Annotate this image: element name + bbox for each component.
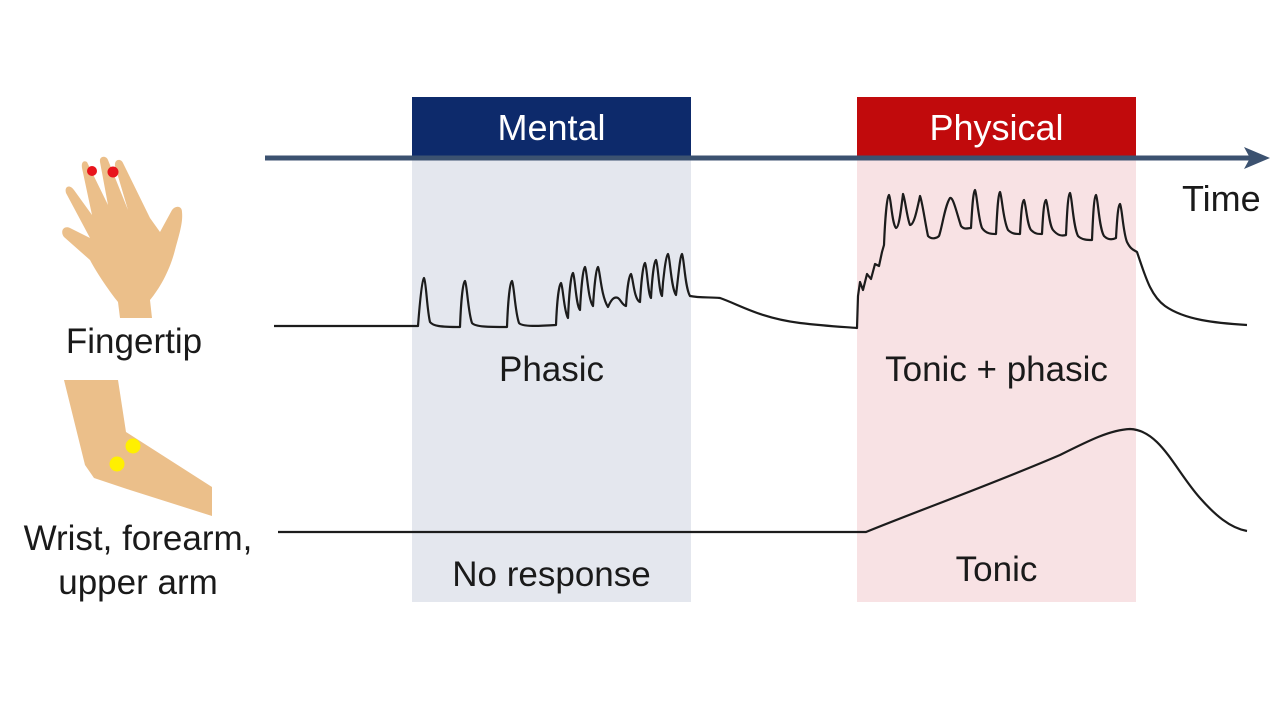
arm-icon [64,380,212,516]
arm-site-label-line1: Wrist, forearm, [23,519,253,558]
arm-trace [278,427,1248,534]
arm-mental-response: No response [452,555,651,594]
arm-marker-2 [109,456,125,472]
time-axis-label: Time [1182,178,1261,219]
fingertip-marker-1 [87,166,97,176]
arm-site-label-line2: upper arm [58,563,218,602]
arm-marker-1 [125,438,141,454]
mental-condition-band [412,158,691,602]
physical-header: Physical [857,97,1136,159]
time-axis [265,147,1270,169]
hand-icon [62,156,183,318]
fingertip-physical-response: Tonic + phasic [885,350,1108,389]
fingertip-marker-2 [107,166,119,178]
arrow-right-icon [1244,147,1270,169]
fingertip-trace [274,188,1248,330]
arm-physical-response: Tonic [955,550,1038,589]
mental-header: Mental [412,97,691,159]
arm-site-label: Wrist, forearm, upper arm [0,517,276,605]
fingertip-mental-response: Phasic [498,350,605,389]
fingertip-site-label: Fingertip [65,322,203,361]
